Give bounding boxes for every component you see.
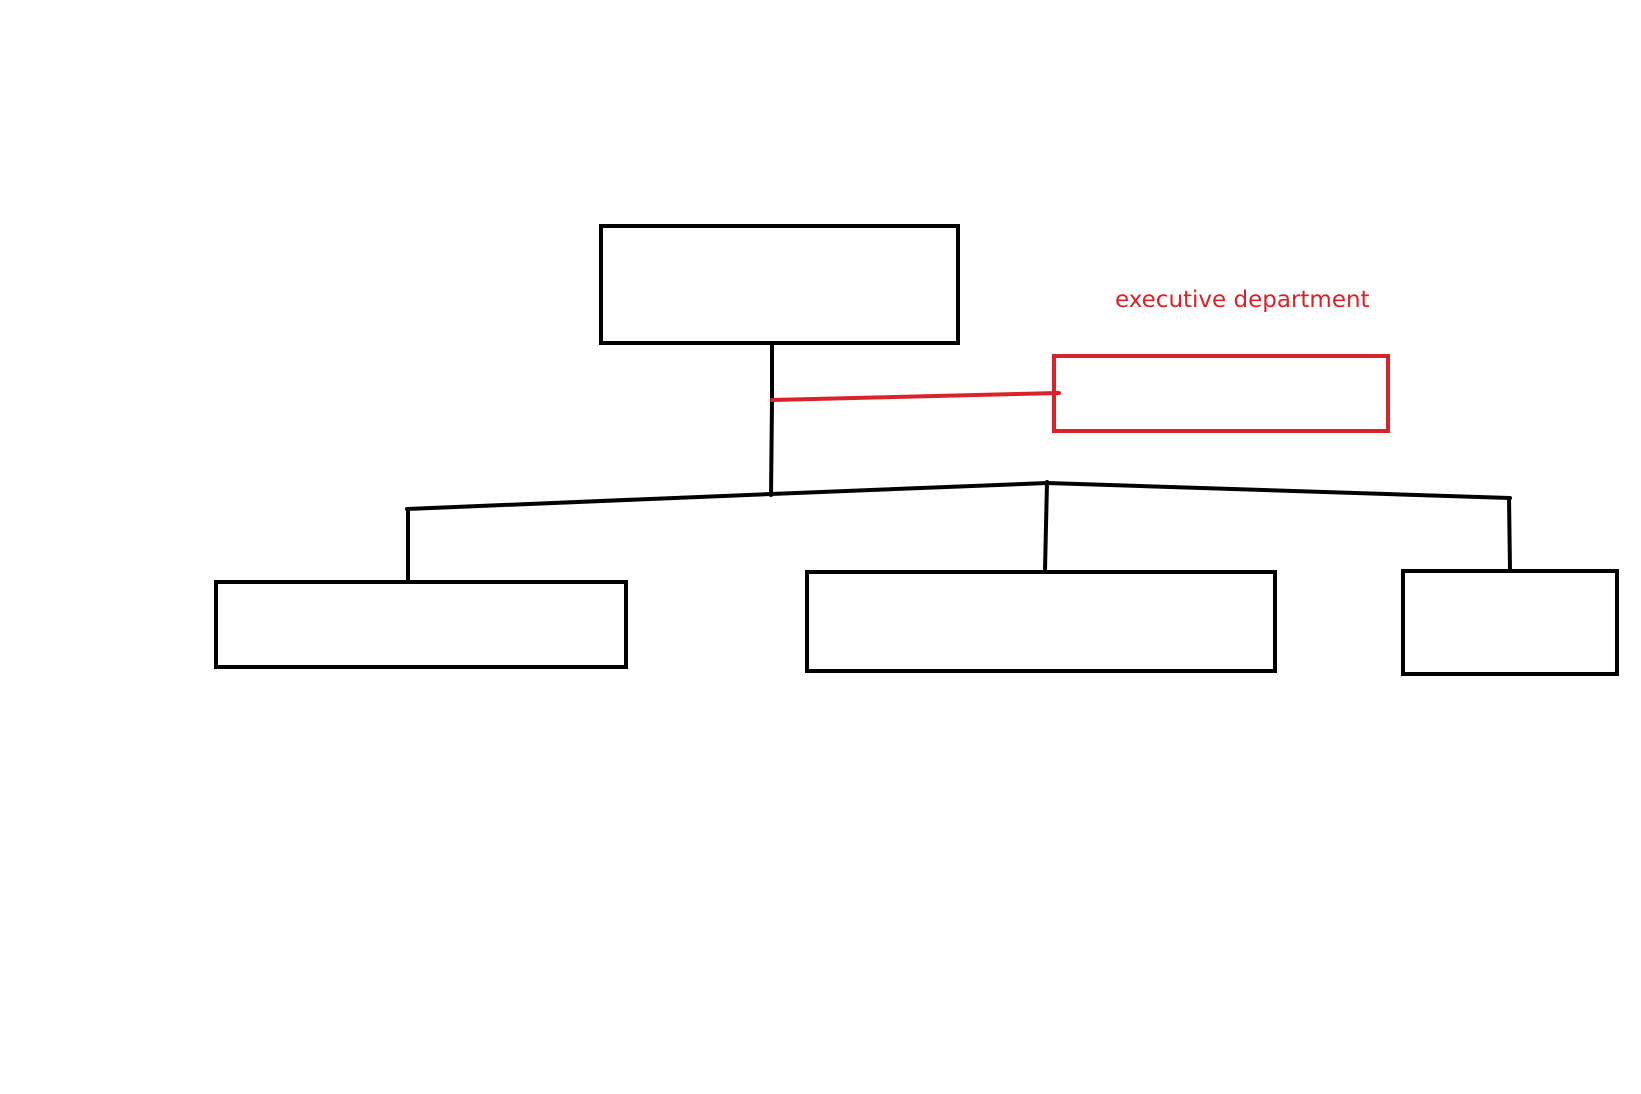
trunk-connector [769,341,774,497]
branch-connector [405,481,1512,511]
left-child-box [214,580,628,669]
top-box [599,224,960,345]
executive-department-box [1052,354,1390,433]
middle-child-box [805,570,1277,673]
right-child-box [1401,569,1619,676]
executive-connector [770,391,1061,402]
right-drop-connector [1507,496,1512,572]
middle-drop-connector [1043,480,1049,572]
executive-department-label: executive department [1115,287,1370,313]
